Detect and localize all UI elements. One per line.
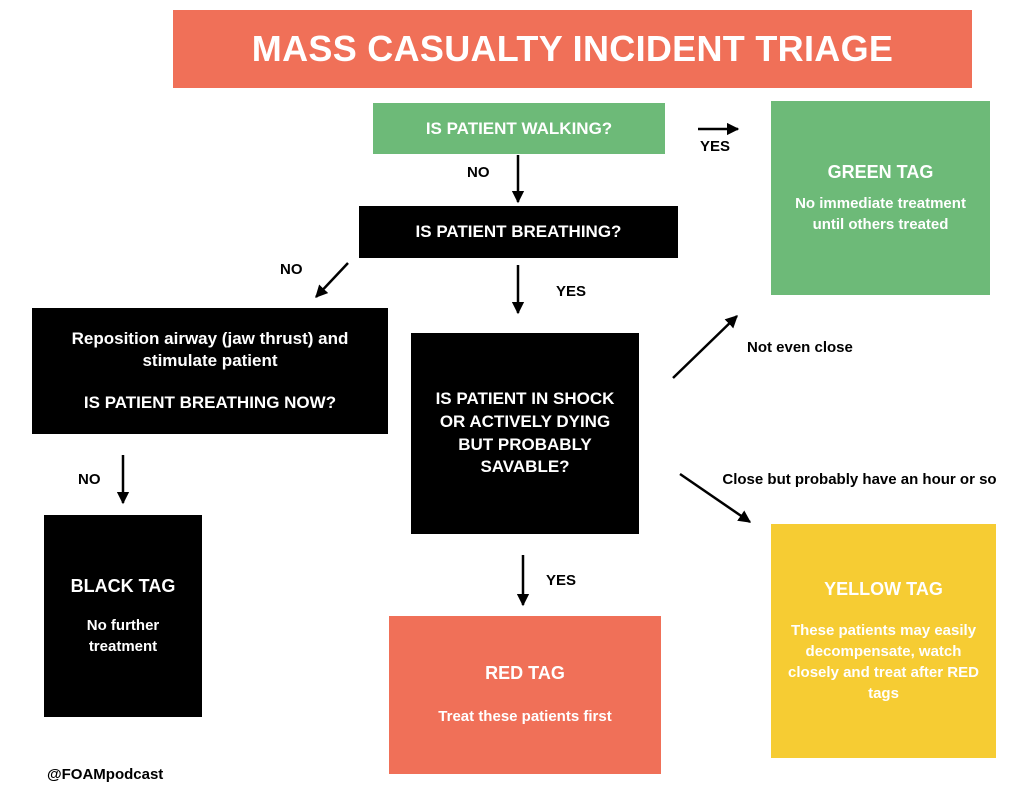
title-banner: MASS CASUALTY INCIDENT TRIAGE	[173, 10, 972, 88]
breathing-question-box: IS PATIENT BREATHING?	[359, 206, 678, 258]
not-even-close-label: Not even close	[747, 339, 853, 356]
green-tag-box: GREEN TAG No immediate treatment until o…	[771, 101, 990, 295]
breathing-no-label: NO	[280, 261, 303, 278]
shock-question: IS PATIENT IN SHOCK OR ACTIVELY DYING BU…	[435, 388, 615, 477]
yellow-tag-title: YELLOW TAG	[824, 578, 943, 599]
walking-question: IS PATIENT WALKING?	[425, 118, 613, 138]
reposition-instruction: Reposition airway (jaw thrust) and stimu…	[71, 328, 349, 370]
arrow-breathing-no	[315, 262, 349, 298]
shock-yes-label: YES	[546, 572, 577, 589]
red-tag-box: RED TAG Treat these patients first	[389, 616, 661, 774]
green-tag-desc: No immediate treatment until others trea…	[795, 194, 966, 233]
green-tag-title: GREEN TAG	[827, 161, 934, 182]
yellow-tag-desc: These patients may easily decompensate, …	[788, 621, 979, 702]
shock-question-box: IS PATIENT IN SHOCK OR ACTIVELY DYING BU…	[411, 333, 639, 534]
arrow-not-even-close	[672, 315, 738, 379]
red-tag-desc: Treat these patients first	[438, 708, 612, 725]
black-tag-desc: No further treatment	[86, 616, 160, 655]
reposition-box: Reposition airway (jaw thrust) and stimu…	[32, 308, 388, 434]
red-tag-title: RED TAG	[485, 663, 565, 683]
arrow-close-hour	[679, 472, 752, 524]
black-tag-title: BLACK TAG	[70, 575, 176, 596]
breathing-now-question: IS PATIENT BREATHING NOW?	[83, 393, 337, 413]
footer-handle: @FOAMpodcast	[47, 766, 164, 783]
walking-no-label: NO	[467, 164, 490, 181]
breathing-question: IS PATIENT BREATHING?	[415, 222, 622, 241]
black-tag-box: BLACK TAG No further treatment	[44, 515, 202, 717]
close-hour-label: Close but probably have an hour or so	[722, 471, 997, 488]
reposition-no-label: NO	[78, 471, 101, 488]
yellow-tag-box: YELLOW TAG These patients may easily dec…	[771, 524, 996, 758]
diagram-title: MASS CASUALTY INCIDENT TRIAGE	[251, 28, 894, 69]
breathing-yes-label: YES	[556, 283, 587, 300]
walking-yes-label: YES	[700, 138, 731, 155]
walking-question-box: IS PATIENT WALKING?	[373, 103, 665, 154]
